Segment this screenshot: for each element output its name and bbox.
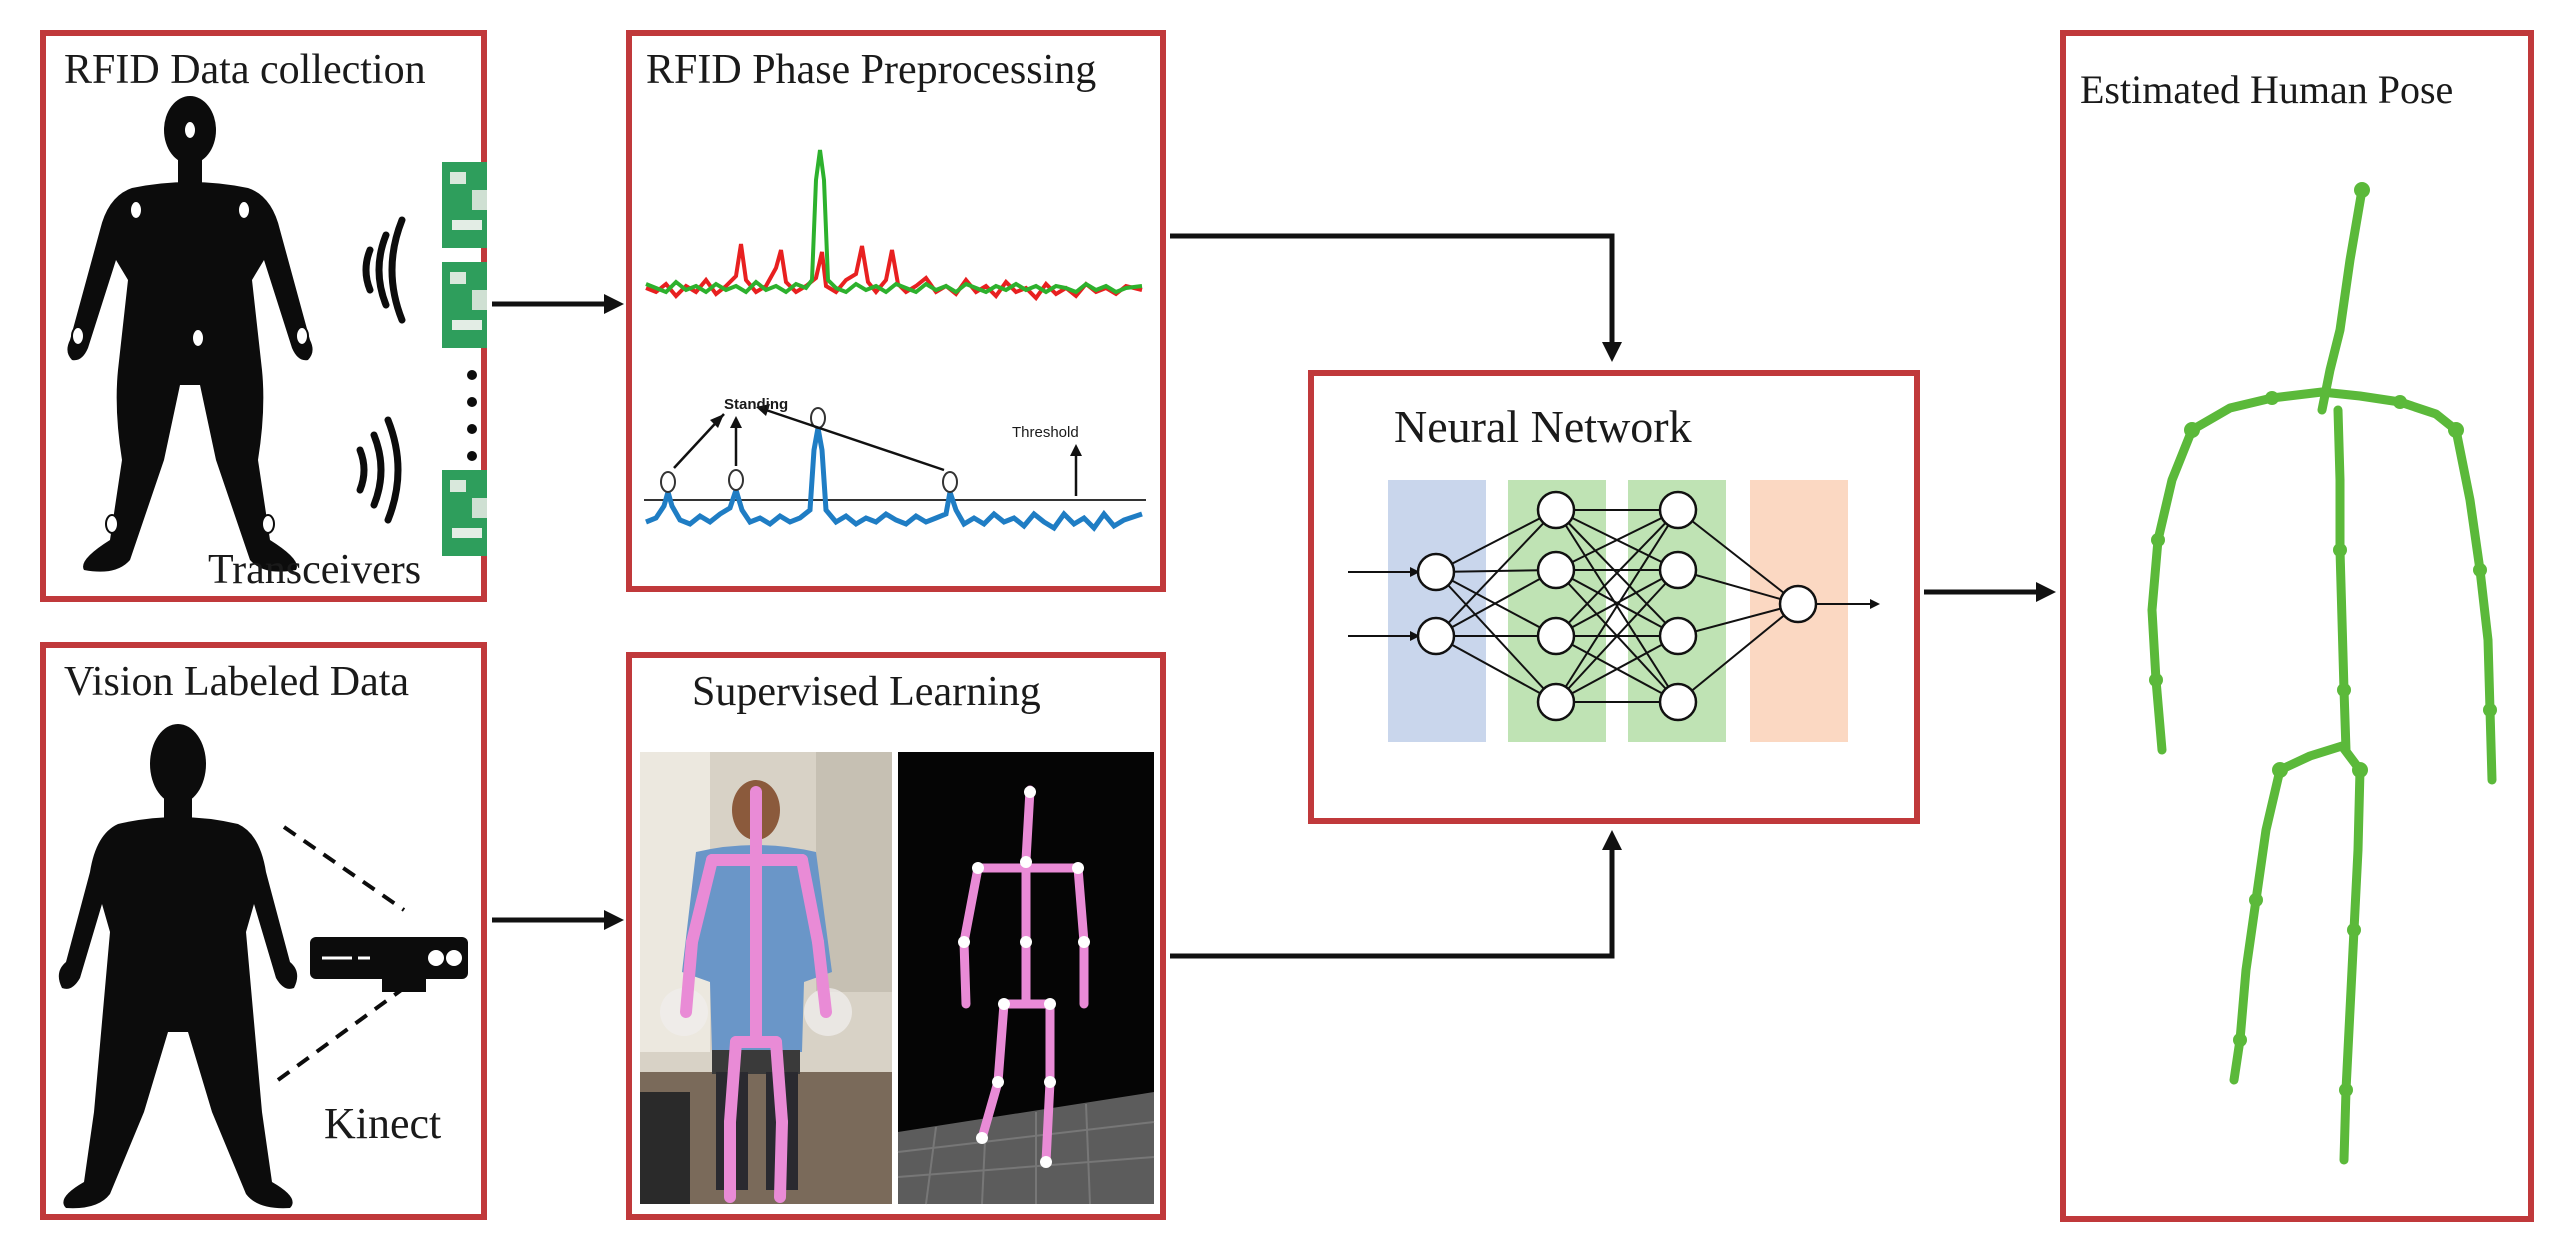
panel-title: Vision Labeled Data (64, 659, 410, 705)
panel-supervised-learning: Supervised Learning (626, 652, 1166, 1220)
signal-red-line (645, 243, 1143, 302)
nn-connections (1348, 509, 1874, 703)
skeleton-left-arm (2147, 425, 2197, 755)
kinect-label: Kinect (324, 1099, 442, 1148)
panel-title: Neural Network (1394, 401, 1692, 452)
panel-title: RFID Data collection (64, 47, 426, 93)
skeleton-joint (2149, 182, 2497, 1097)
kinect-sensor-icon (310, 937, 468, 992)
render-skeleton (959, 785, 1089, 1167)
transceiver-board-icon (442, 162, 487, 556)
nn-input-layer-bg (1388, 480, 1486, 742)
threshold-label: Threshold (1012, 424, 1079, 441)
panel-rfid-phase-preprocessing: RFID Phase Preprocessing (626, 30, 1166, 592)
wireless-signal-icon (362, 216, 406, 324)
nn-diagram (1348, 480, 1880, 742)
estimated-pose-skeleton (2147, 182, 2497, 1165)
kinect-view-lines (276, 825, 406, 1082)
nn-node (1416, 490, 1818, 722)
arrowhead (1410, 567, 1880, 641)
camera-frame-image (640, 752, 892, 1204)
transceivers-label: Transceivers (208, 547, 422, 593)
skeleton-right-arm (2451, 425, 2497, 785)
skeleton-shoulders (2187, 387, 2461, 435)
arrow-icon (1170, 846, 1615, 959)
rfid-tag-icon (71, 120, 309, 534)
signal-blue-line (645, 427, 1143, 532)
ellipsis-dots (467, 370, 477, 461)
panel-estimated-human-pose: Estimated Human Pose (2060, 30, 2534, 1222)
phase-signal-plots (644, 149, 1146, 532)
human-silhouette-icon (67, 96, 313, 572)
skeleton-hips (2275, 741, 2365, 775)
skeleton-head-spine (2317, 185, 2367, 415)
panel-rfid-data-collection: RFID Data collection (40, 30, 487, 602)
skeleton-torso (2333, 405, 2351, 755)
panel-title: Supervised Learning (692, 669, 1041, 715)
panel-vision-labeled-data: Vision Labeled Data Kinect (40, 642, 487, 1220)
joint-marker (958, 786, 1090, 1168)
arrow-icon (1170, 233, 1615, 346)
panel-title: RFID Phase Preprocessing (646, 47, 1097, 93)
skeleton-right-leg (2339, 765, 2365, 1165)
arrowhead (710, 404, 1082, 456)
human-silhouette-icon (58, 724, 298, 1209)
peak-marker-icon (660, 407, 958, 493)
panel-title: Estimated Human Pose (2080, 67, 2454, 112)
training-images (640, 752, 1155, 1205)
standing-label: Standing (724, 396, 789, 413)
vision-human-figure (58, 724, 468, 1209)
pose-overlay (680, 786, 832, 1203)
signal-green-line (645, 149, 1143, 295)
rfid-human-figure (67, 96, 487, 572)
wireless-signal-icon (356, 416, 402, 524)
panel-neural-network: Neural Network (1308, 370, 1920, 824)
